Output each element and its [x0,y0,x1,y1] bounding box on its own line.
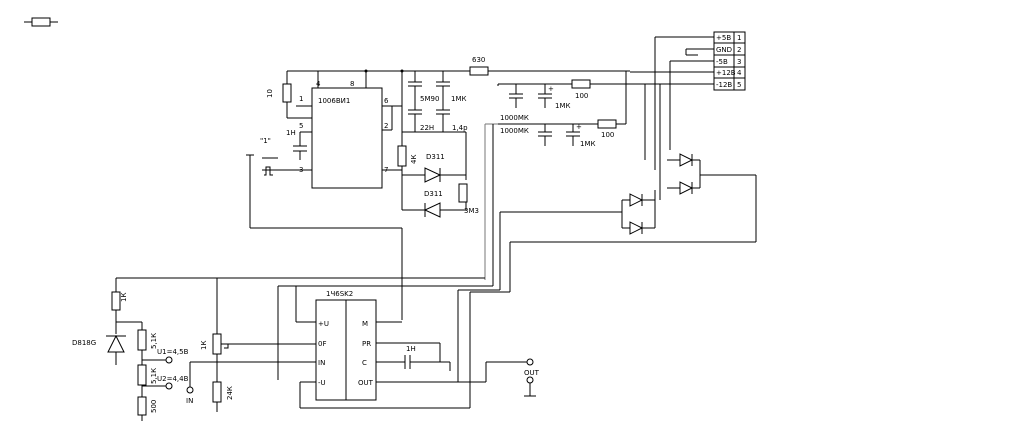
connector-row-5: -12В 5 [716,81,741,89]
resistor-500 [137,396,147,416]
label-r-5k1a: 5,1К [150,333,158,349]
terminal-in[interactable] [186,386,194,394]
connector-pin-1: 1 [737,34,741,42]
potentiometer-1k[interactable] [212,333,222,355]
label-c-1mk-a: 1МК [555,102,570,110]
label-r-500: 500 [150,400,158,413]
label-r-100a: 100 [575,92,588,100]
label-c-1000b: 1000МК [500,127,529,135]
label-c3: 22Н [420,124,434,132]
zener-diode-icon [107,334,125,353]
label-out: OUT [524,369,540,377]
timer-pin-5: 5 [299,122,303,130]
bridge-diode-1 [679,153,694,167]
label-c-timer: 1Н [286,129,296,137]
label-r-100b: 100 [601,131,614,139]
label-c-1n: 1Н [406,345,416,353]
label-pot: 1К [200,341,208,350]
resistor-5k1-a [137,329,147,351]
connector-pins-block [733,31,746,91]
label-r-24k: 24К [226,386,234,400]
plus-mark-b: + [576,123,582,131]
stab-pin-out: OUT [358,379,374,387]
connector-pin-4: 4 [737,69,742,77]
connector-pin-5: 5 [737,81,741,89]
label-in: IN [186,397,193,405]
terminal-u2[interactable] [165,382,173,390]
terminal-out-gnd[interactable] [526,376,534,384]
connector-pin-3: 3 [737,58,741,66]
connector-label-2: GND [716,46,732,54]
connector-row-2: GND 2 [716,46,741,54]
bridge-diode-2 [679,181,694,195]
label-c4: 1,4р [452,124,468,132]
label-d1: D311 [426,153,445,161]
timer-chip-name: 1006ВИ1 [318,97,350,105]
label-c-1000a: 1000МК [500,114,529,122]
timer-chip [311,87,383,189]
label-u1: U1=4,5В [157,348,189,356]
connector-label-4: +12В [716,69,736,77]
label-d2: D311 [424,190,443,198]
resistor-zener [111,291,121,311]
connector-label-3: -5В [716,58,728,66]
connector-pin-2: 2 [737,46,741,54]
stab-pin-c: C [362,359,367,367]
stab-pin-pr: PR [362,340,371,348]
label-zener: D818G [72,339,96,347]
timer-pin-1: 1 [299,95,303,103]
stab-pin-minus-u: -U [318,379,326,387]
resistor-3m3 [458,183,468,203]
label-r-4k: 4К [410,155,418,164]
stab-pin-in: IN [318,359,325,367]
label-r-zener: 1К [120,293,128,302]
stab-pin-0f: 0F [318,340,326,348]
legend-resistor-icon [24,17,58,27]
timer-pin-6: 6 [384,97,389,105]
resistor-r-top [282,83,292,103]
timer-pin-8: 8 [350,80,354,88]
label-sig: "1" [260,137,271,145]
stab-pin-m: M [362,320,368,328]
label-r-630: 630 [472,56,485,64]
terminal-out[interactable] [526,358,534,366]
resistor-24k [212,381,222,403]
diode-d311-bottom [423,202,441,218]
connector-row-1: +5В 1 [716,34,741,42]
diode-d311-top [424,167,442,183]
label-c1: 5М90 [420,95,439,103]
connector-row-3: -5В 3 [716,58,741,66]
bridge-diode-4 [629,221,644,235]
label-r-3m3: 3М3 [464,207,479,215]
label-c2: 1МК [451,95,466,103]
label-r-top: 10 [266,89,274,98]
resistor-630 [469,66,489,76]
bridge-diode-3 [629,193,644,207]
label-u2: U2=4,4В [157,375,189,383]
label-c-1mk-b: 1МК [580,140,595,148]
terminal-u1[interactable] [165,356,173,364]
resistor-100-b [597,119,617,129]
stabilizer-chip-name: 1Ч6SK2 [326,290,353,298]
resistor-5k1-b [137,364,147,386]
timer-pin-2: 2 [384,122,388,130]
connector-label-5: -12В [716,81,732,89]
connector-label-1: +5В [716,34,731,42]
stab-pin-plus-u: +U [318,320,329,328]
resistor-4k [397,145,407,167]
plus-mark-a: + [548,85,554,93]
label-r-5k1b: 5,1К [150,368,158,384]
resistor-100-a [571,79,591,89]
connector-row-4: +12В 4 [716,69,742,77]
